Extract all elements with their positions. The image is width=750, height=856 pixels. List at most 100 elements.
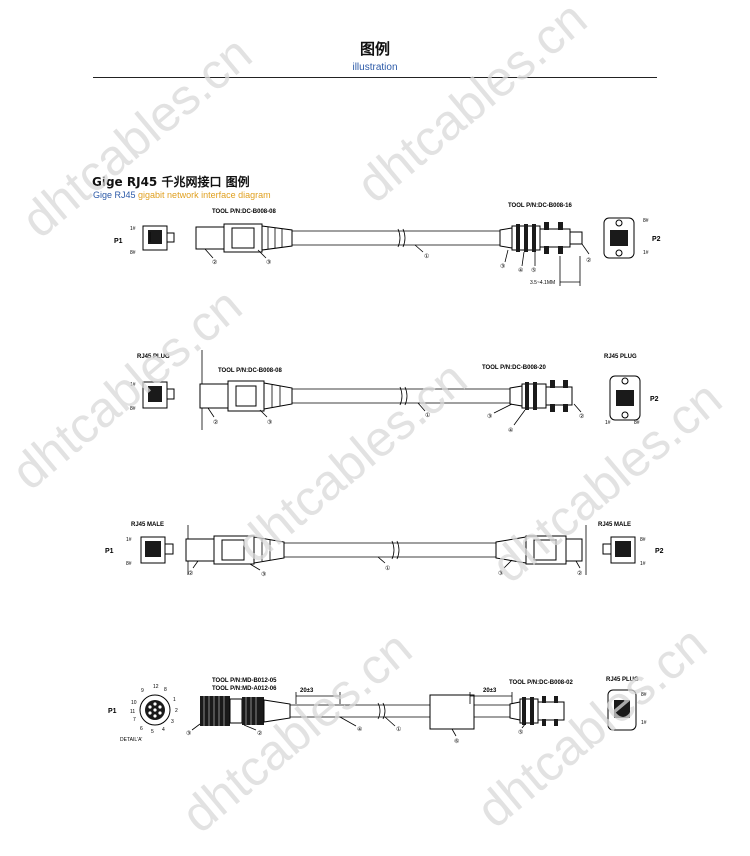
d3-left-plug <box>185 535 285 565</box>
d4-tool-right: TOOL P/N:DC-B008-02 <box>509 680 573 686</box>
d4-right-plug <box>509 696 565 726</box>
watermark-7: dhtcables.cn <box>466 615 717 838</box>
section-subtitle-part2: gigabit network interface diagram <box>135 190 271 200</box>
watermark-6: dhtcables.cn <box>171 620 422 843</box>
d4-callout-1: ③ <box>186 730 191 737</box>
d4-callout-3: ④ <box>357 726 362 733</box>
section-title: Gige RJ45 千兆网接口 图例 <box>92 175 250 189</box>
d1-left-rj45-face <box>142 225 175 251</box>
diagram-3: RJ45 MALE P1 1# 8# <box>105 522 664 578</box>
d2-callout-3: ① <box>425 412 430 419</box>
d4-pin-10: 10 <box>131 700 137 706</box>
d4-cable <box>290 702 510 720</box>
page-subtitle: illustration <box>352 62 398 73</box>
d4-pin-6: 6 <box>140 726 143 732</box>
d2-callouts: ② ③ ① ③ ④ ② <box>207 402 584 434</box>
d4-callout-4: ① <box>396 726 401 733</box>
d4-callout-5: ⑥ <box>454 738 459 745</box>
d1-right-pin8: 8# <box>643 218 649 224</box>
d2-left-title: RJ45 PLUG <box>137 354 170 360</box>
d2-left-plug <box>199 380 293 412</box>
d3-right-rj45-face <box>602 536 636 564</box>
d3-right-pin8: 8# <box>640 537 646 543</box>
d1-left-port: P1 <box>114 238 123 245</box>
d4-junction-box <box>429 694 475 730</box>
d3-left-pin1: 1# <box>126 537 132 543</box>
d4-tool-left-2: TOOL P/N:MD-A012-06 <box>212 686 277 692</box>
d1-tool-right: TOOL P/N:DC-B008-16 <box>508 203 572 209</box>
d4-pin-1: 1 <box>173 697 176 703</box>
d4-pin-9: 9 <box>141 688 144 694</box>
d2-left-rj45-face <box>142 381 175 409</box>
d2-callout-1: ② <box>213 419 218 426</box>
d3-callout-2: ③ <box>261 571 266 578</box>
d4-callout-2: ② <box>257 730 262 737</box>
d2-callout-4: ③ <box>487 413 492 420</box>
d4-right-rj45-face <box>607 689 637 731</box>
d1-callout-6: ⑤ <box>531 267 536 274</box>
section-subtitle-part1: Gige RJ45 <box>93 190 136 200</box>
d3-left-title: RJ45 MALE <box>131 522 164 528</box>
diagram-4: P1 12 8 9 1 2 3 4 5 6 7 10 11 DETAIL'A' <box>108 677 647 745</box>
d3-right-plug <box>495 535 583 565</box>
page-title: 图例 <box>359 40 390 58</box>
d4-pin-5: 5 <box>151 729 154 735</box>
d4-pin-11: 11 <box>130 709 135 715</box>
d2-right-rj45-face <box>609 375 641 421</box>
d4-right-title: RJ45 PLUG <box>606 677 639 683</box>
d1-left-pin8: 8# <box>130 250 136 256</box>
d3-left-port: P1 <box>105 548 114 555</box>
d3-right-pin1: 1# <box>640 561 646 567</box>
d3-callouts: ② ③ ① ③ ② <box>188 556 582 578</box>
d3-right-title: RJ45 MALE <box>598 522 631 528</box>
d2-right-port: P2 <box>650 396 659 403</box>
d2-left-pin1: 1# <box>130 382 136 388</box>
d1-right-pin1: 1# <box>643 250 649 256</box>
d4-m12-connector <box>200 696 291 726</box>
d4-pin-3: 3 <box>171 719 174 725</box>
d1-callout-1: ② <box>212 259 217 266</box>
d2-right-title: RJ45 PLUG <box>604 354 637 360</box>
d1-callouts: ② ③ ① ③ ④ ⑤ ② <box>204 243 591 274</box>
d2-callout-6: ② <box>579 413 584 420</box>
d1-callout-5: ④ <box>518 267 523 274</box>
d4-pin-4: 4 <box>162 727 165 733</box>
d2-tool-right: TOOL P/N:DC-B008-20 <box>482 365 546 371</box>
d1-left-plug <box>195 223 293 253</box>
d3-callout-4: ③ <box>498 570 503 577</box>
d4-pin-12: 12 <box>153 684 159 690</box>
d2-cable <box>292 386 520 406</box>
d1-right-port: P2 <box>652 236 661 243</box>
d1-callout-7: ② <box>586 257 591 264</box>
d4-detail-label: DETAIL'A' <box>120 737 142 743</box>
d1-callout-2: ③ <box>266 259 271 266</box>
d4-right-pin8: 8# <box>641 692 647 698</box>
d2-right-pin1: 1# <box>605 420 611 426</box>
diagram-1: P1 1# 8# TOOL P/N:DC-B008-08 TOOL P/N:DC… <box>114 203 661 286</box>
d1-right-plug <box>499 222 583 254</box>
d3-callout-5: ② <box>577 570 582 577</box>
d4-dim-left: 20±3 <box>300 688 314 694</box>
d3-left-rj45-face <box>140 536 174 564</box>
section-subtitle: Gige RJ45 gigabit network interface diag… <box>93 190 271 200</box>
d4-pin-2: 2 <box>175 708 178 714</box>
d2-tool-left: TOOL P/N:DC-B008-08 <box>218 368 282 374</box>
d2-callout-2: ③ <box>267 419 272 426</box>
d1-left-pin1: 1# <box>130 226 136 232</box>
d4-pin-7: 7 <box>133 717 136 723</box>
d3-callout-3: ① <box>385 565 390 572</box>
d1-right-rj45-face <box>603 217 635 259</box>
d3-right-port: P2 <box>655 548 664 555</box>
d2-right-plug <box>509 380 573 412</box>
d4-left-port: P1 <box>108 708 117 715</box>
d4-m12-face <box>139 694 171 726</box>
d4-tool-left-1: TOOL P/N:MD-B012-05 <box>212 678 277 684</box>
d1-callout-3: ① <box>424 253 429 260</box>
d2-left-pin8: 8# <box>130 406 136 412</box>
d3-left-pin8: 8# <box>126 561 132 567</box>
d2-right-pin8: 8# <box>634 420 640 426</box>
d1-tool-left: TOOL P/N:DC-B008-08 <box>212 209 276 215</box>
d4-pin-8: 8 <box>164 687 167 693</box>
d3-callout-1: ② <box>188 570 193 577</box>
